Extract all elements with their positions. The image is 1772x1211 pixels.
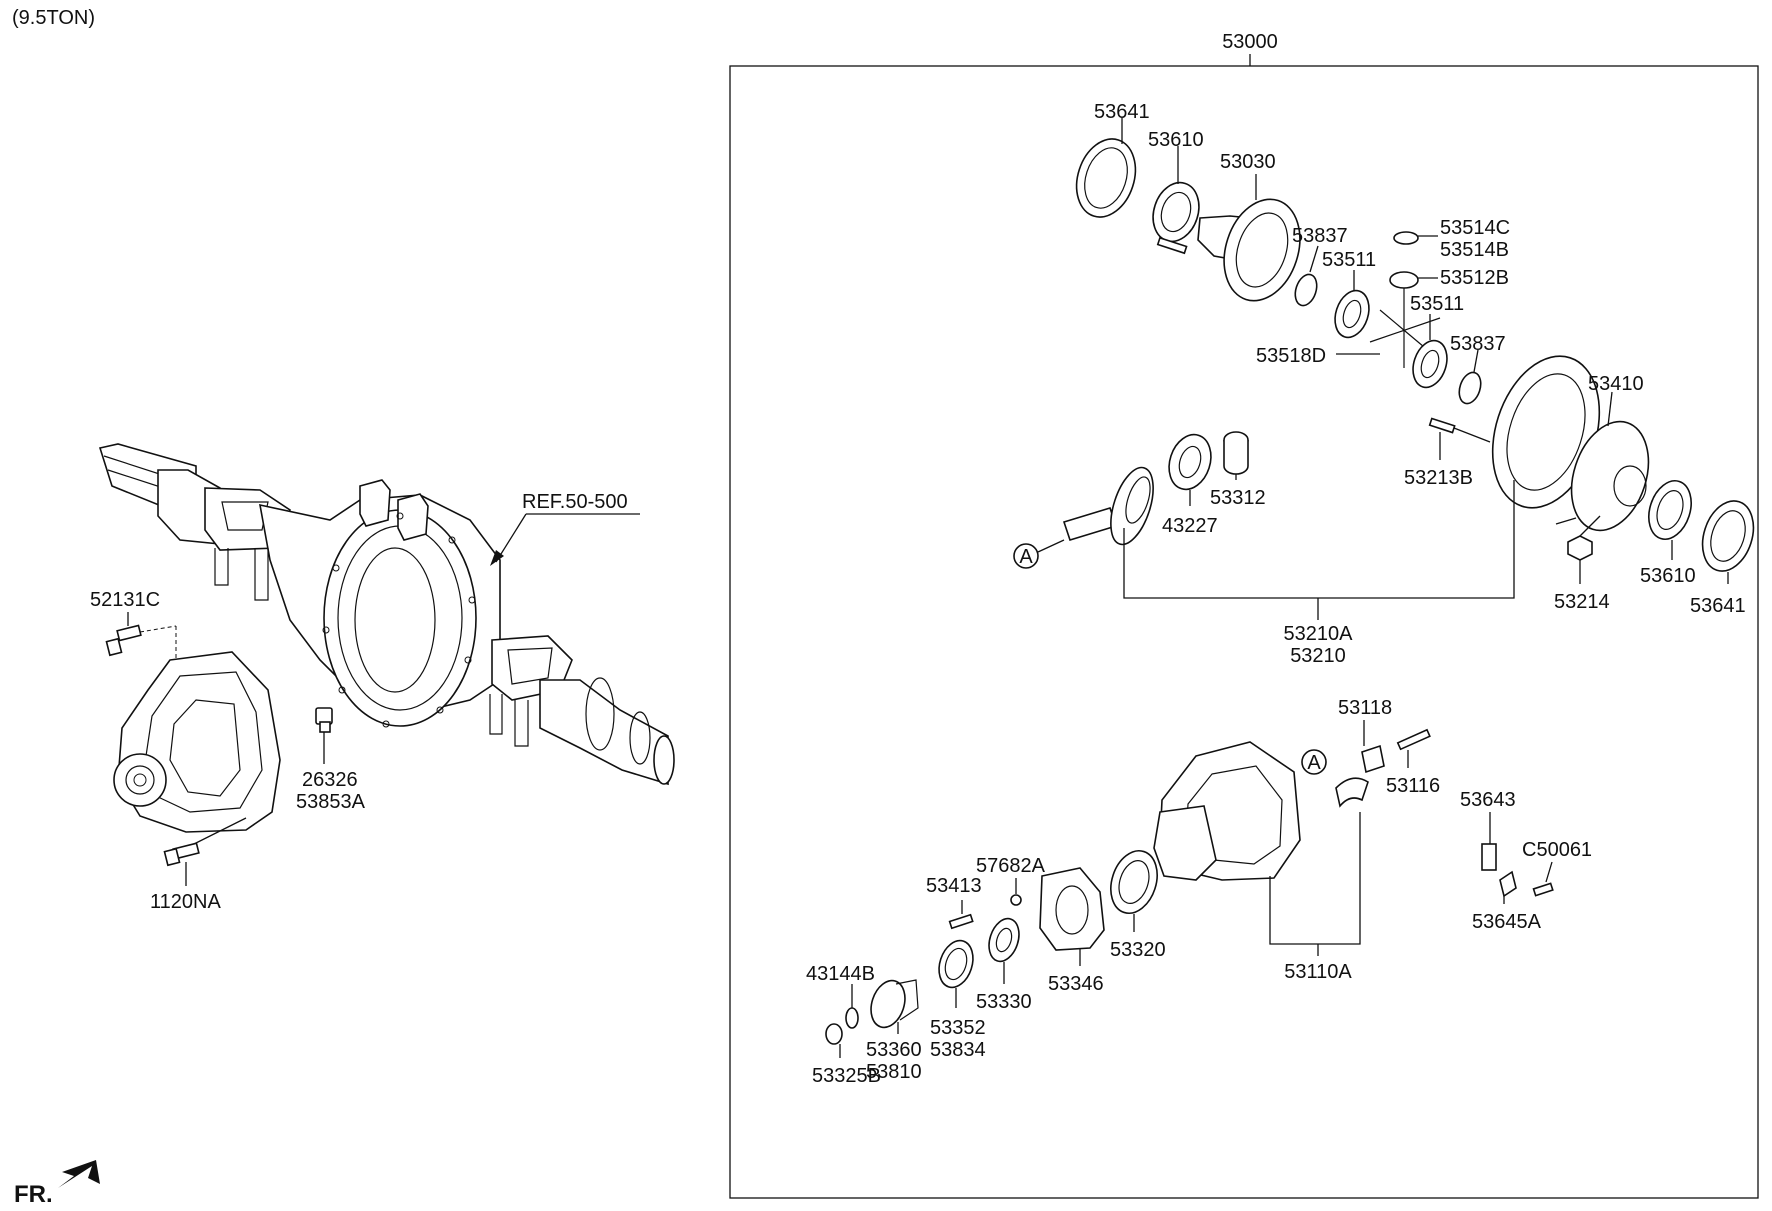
diff-case-53410 bbox=[1570, 420, 1650, 532]
label-53810: 53810 bbox=[866, 1061, 922, 1083]
label-C50061: C50061 bbox=[1522, 839, 1592, 861]
label-53210A: 53210A bbox=[1284, 623, 1354, 645]
label-53511-lower: 53511 bbox=[1410, 293, 1464, 315]
label-53330: 53330 bbox=[976, 991, 1032, 1013]
variant-label: (9.5TON) bbox=[12, 7, 95, 29]
bolt-1120NA bbox=[163, 842, 200, 867]
label-53511-upper: 53511 bbox=[1322, 249, 1376, 271]
nut-53214 bbox=[1567, 535, 1593, 561]
label-53110A: 53110A bbox=[1284, 961, 1352, 983]
bearing-cap-lower bbox=[1335, 777, 1369, 808]
flange-53360 bbox=[870, 979, 919, 1029]
seal-53641-upper bbox=[1075, 138, 1137, 218]
label-53610-lower: 53610 bbox=[1640, 565, 1696, 587]
label-53853A: 53853A bbox=[296, 791, 366, 813]
washer-53837-upper bbox=[1294, 273, 1318, 307]
label-53641-lower: 53641 bbox=[1690, 595, 1746, 617]
ref-arrow-icon bbox=[490, 550, 504, 566]
diff-case-53030 bbox=[1197, 198, 1301, 302]
set-53210-bracket bbox=[1123, 480, 1515, 599]
side-gear-53511-lower bbox=[1412, 339, 1448, 389]
assembly-frame bbox=[729, 65, 1759, 1199]
svg-text:FR.: FR. bbox=[14, 1181, 53, 1208]
washer-53514 bbox=[1393, 231, 1419, 245]
bearing-43227 bbox=[1168, 433, 1212, 491]
label-53413: 53413 bbox=[926, 875, 982, 897]
label-53610-upper: 53610 bbox=[1148, 129, 1204, 151]
front-arrow-icon bbox=[58, 1160, 100, 1188]
label-53410: 53410 bbox=[1588, 373, 1644, 395]
side-gear-53511-upper bbox=[1334, 289, 1370, 339]
bearing-cap-upper bbox=[1361, 744, 1385, 774]
bolt-52131C-leader bbox=[139, 625, 177, 633]
nut-53325B bbox=[825, 1023, 843, 1045]
bearing-53320 bbox=[1110, 850, 1158, 914]
bolt-53213B bbox=[1428, 417, 1456, 434]
callout-a-upper bbox=[1013, 543, 1039, 569]
ring-gear bbox=[1491, 355, 1601, 509]
washer-53837-lower bbox=[1458, 371, 1482, 405]
clip-53645A bbox=[1499, 870, 1517, 898]
label-53346: 53346 bbox=[1048, 973, 1104, 995]
label-26326: 26326 bbox=[302, 769, 358, 791]
plug-26326 bbox=[315, 707, 333, 733]
plate-53643 bbox=[1481, 843, 1497, 871]
label-53118: 53118 bbox=[1338, 697, 1392, 719]
washer-43144B bbox=[845, 1007, 859, 1029]
svg-text:A: A bbox=[1019, 546, 1033, 568]
spider-53518D bbox=[1369, 288, 1441, 368]
housing-53346 bbox=[1039, 867, 1105, 951]
label-53360: 53360 bbox=[866, 1039, 922, 1061]
bolt-52131C bbox=[105, 624, 142, 657]
label-53030: 53030 bbox=[1220, 151, 1276, 173]
carrier-53110A bbox=[1153, 741, 1301, 881]
pinion-53512B bbox=[1389, 271, 1419, 289]
set-53110A-bracket bbox=[1269, 812, 1361, 945]
label-53514C: 53514C bbox=[1440, 217, 1510, 239]
label-53514B: 53514B bbox=[1440, 239, 1509, 261]
label-53834: 53834 bbox=[930, 1039, 986, 1061]
label-57682A: 57682A bbox=[976, 855, 1046, 877]
label-53213B: 53213B bbox=[1404, 467, 1473, 489]
label-53325B: 53325B bbox=[812, 1065, 881, 1087]
sleeve-53312 bbox=[1223, 431, 1249, 475]
label-53837-lower: 53837 bbox=[1450, 333, 1506, 355]
label-43144B: 43144B bbox=[806, 963, 875, 985]
label-43227: 43227 bbox=[1162, 515, 1218, 537]
label-53837-upper: 53837 bbox=[1292, 225, 1348, 247]
label-1120NA: 1120NA bbox=[150, 891, 221, 913]
callout-a-lower bbox=[1301, 749, 1327, 775]
label-53116: 53116 bbox=[1386, 775, 1440, 797]
label-53518D: 53518D bbox=[1256, 345, 1326, 367]
label-53512B: 53512B bbox=[1440, 267, 1509, 289]
nut-57682A bbox=[1010, 894, 1022, 906]
label-53643: 53643 bbox=[1460, 789, 1516, 811]
axle-housing-drawing bbox=[98, 443, 675, 786]
bearing-53610-upper bbox=[1152, 181, 1200, 243]
bolt-upper-case bbox=[1156, 236, 1188, 255]
bolt-53116 bbox=[1396, 728, 1431, 751]
label-53214: 53214 bbox=[1554, 591, 1610, 613]
label-53312: 53312 bbox=[1210, 487, 1266, 509]
ref-label: REF.50-500 bbox=[522, 491, 628, 513]
bearing-53330 bbox=[988, 917, 1020, 963]
seal-53641-lower bbox=[1701, 500, 1755, 572]
assembly-number: 53000 bbox=[1222, 31, 1278, 53]
carrier-drawing bbox=[113, 651, 281, 833]
label-52131C: 52131C bbox=[90, 589, 160, 611]
label-53641-upper: 53641 bbox=[1094, 101, 1150, 123]
label-53210: 53210 bbox=[1290, 645, 1346, 667]
seal-53352 bbox=[938, 939, 974, 989]
label-53320: 53320 bbox=[1110, 939, 1166, 961]
bolt-53413 bbox=[948, 913, 974, 930]
pinion-shaft bbox=[1062, 466, 1154, 546]
bolt-C50061 bbox=[1532, 882, 1554, 897]
svg-text:A: A bbox=[1307, 752, 1321, 774]
bearing-53610-lower bbox=[1648, 480, 1692, 540]
label-53645A: 53645A bbox=[1472, 911, 1542, 933]
front-direction-marker: FR. bbox=[14, 1160, 100, 1208]
label-53352: 53352 bbox=[930, 1017, 986, 1039]
